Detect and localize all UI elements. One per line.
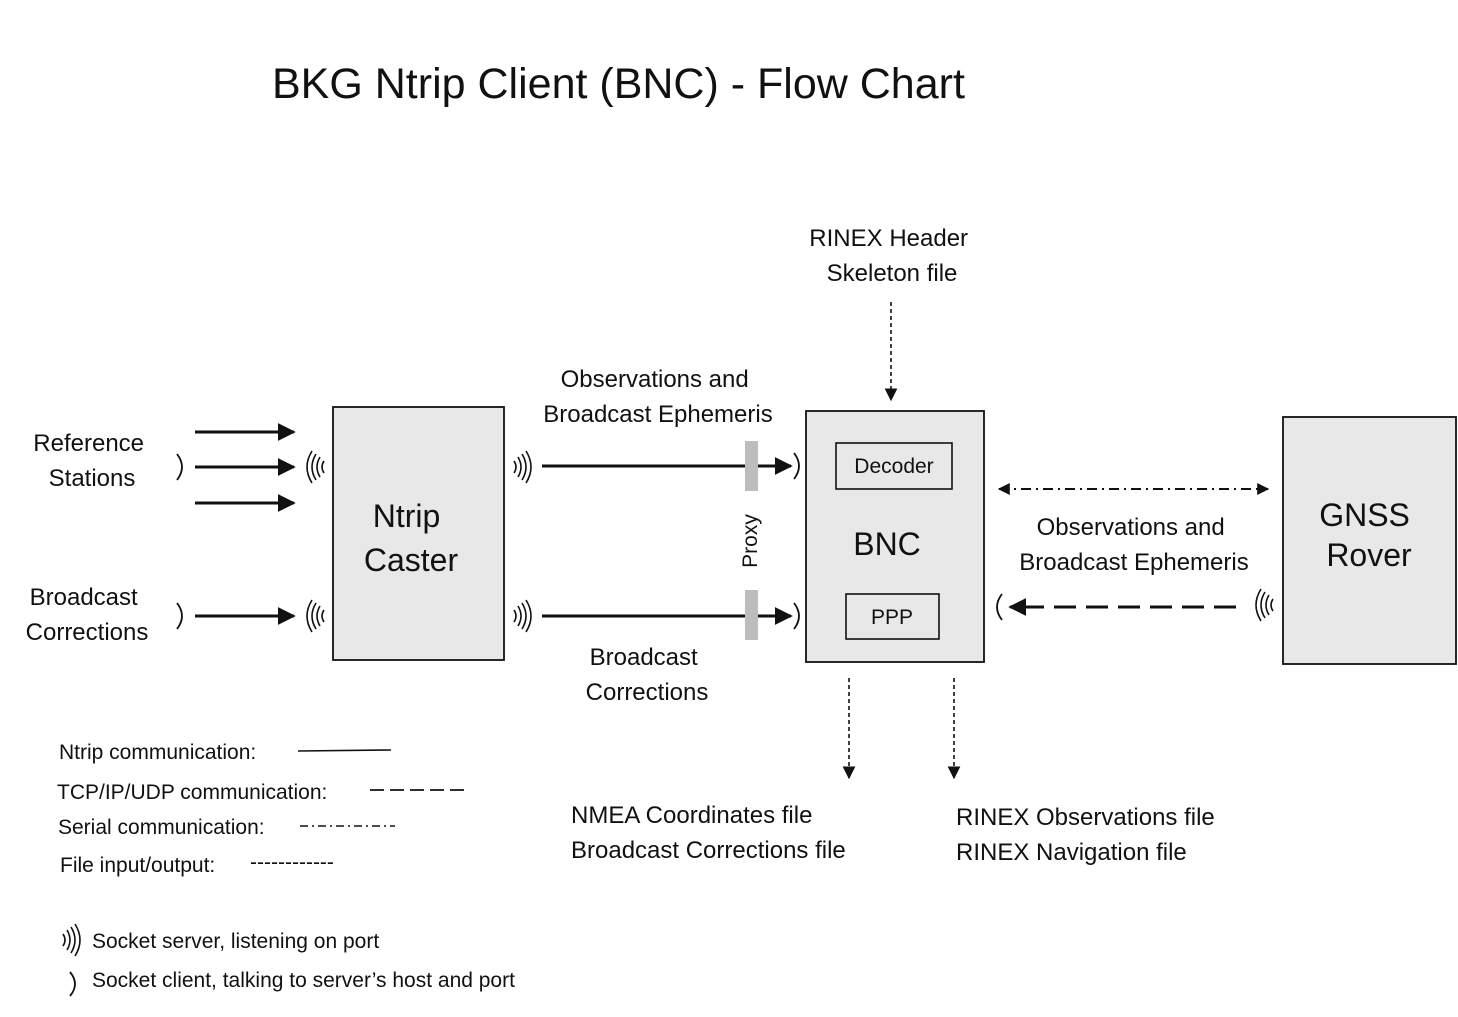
socket-client-icon xyxy=(176,602,183,630)
legend-file-dashes: ------------ xyxy=(250,851,334,874)
legend-file-label: File input/output: xyxy=(60,854,215,877)
decoder-box xyxy=(835,442,953,490)
rinex-header-line2: Skeleton file xyxy=(827,260,958,287)
bc-bottom-line1: Broadcast xyxy=(590,644,698,671)
gnss-rover-label: GNSS Rover xyxy=(1319,497,1419,573)
ppp-box xyxy=(845,593,940,640)
legend-serial-label: Serial communication: xyxy=(58,816,265,839)
caster-label-line1: Ntrip xyxy=(373,498,441,534)
socket-server-icon xyxy=(1255,588,1274,622)
page-title: BKG Ntrip Client (BNC) - Flow Chart xyxy=(272,60,965,108)
label-obs-ephemeris-caster-bnc: Observations and Broadcast Ephemeris xyxy=(543,366,772,428)
socket-server-icon xyxy=(513,450,532,484)
label-reference-stations: Reference Stations xyxy=(33,430,150,492)
obs-top-line2: Broadcast Ephemeris xyxy=(543,401,772,428)
legend-client-label: Socket client, talking to server’s host … xyxy=(92,969,515,992)
obs-right-line2: Broadcast Ephemeris xyxy=(1019,549,1248,576)
rinex-out-line1: RINEX Observations file xyxy=(956,804,1215,831)
proxy-bar-top xyxy=(745,441,758,491)
label-broadcast-corrections-caster-bnc: Broadcast Corrections xyxy=(586,644,709,706)
label-nmea-files: NMEA Coordinates file Broadcast Correcti… xyxy=(571,802,846,864)
legend-socket-client-icon xyxy=(69,971,76,997)
socket-server-icon xyxy=(513,599,532,633)
proxy-bar-bottom xyxy=(745,590,758,640)
proxy-label: Proxy xyxy=(739,514,762,568)
obs-right-line1: Observations and xyxy=(1037,514,1225,541)
gnss-rover-box xyxy=(1282,416,1457,665)
legend-tcp-label: TCP/IP/UDP communication: xyxy=(57,781,327,804)
ppp-label: PPP xyxy=(871,606,913,629)
socket-client-icon xyxy=(793,602,800,630)
label-rinex-output-files: RINEX Observations file RINEX Navigation… xyxy=(956,804,1221,866)
label-bc-source-line2: Corrections xyxy=(26,619,149,646)
obs-top-line1: Observations and xyxy=(561,366,749,393)
caster-label-line2: Caster xyxy=(364,542,459,578)
label-broadcast-corrections-source: Broadcast Corrections xyxy=(26,584,149,646)
label-reference-line1: Reference xyxy=(33,430,144,457)
rinex-out-line2: RINEX Navigation file xyxy=(956,839,1187,866)
label-obs-ephemeris-rover: Observations and Broadcast Ephemeris xyxy=(1019,514,1248,576)
socket-server-icon xyxy=(306,450,325,484)
ntrip-caster-box xyxy=(332,406,505,661)
nmea-line2: Broadcast Corrections file xyxy=(571,837,846,864)
label-bc-source-line1: Broadcast xyxy=(30,584,138,611)
bc-bottom-line2: Corrections xyxy=(586,679,709,706)
rover-label-line1: GNSS xyxy=(1319,497,1410,533)
legend-ntrip-line xyxy=(297,749,392,752)
legend-socket-server-icon xyxy=(62,923,81,957)
socket-client-icon xyxy=(996,593,1003,621)
bnc-label: BNC xyxy=(853,526,921,562)
rover-label-line2: Rover xyxy=(1326,537,1412,573)
socket-client-icon xyxy=(176,453,183,481)
decoder-label: Decoder xyxy=(854,455,933,478)
ntrip-caster-label: Ntrip Caster xyxy=(364,498,459,578)
socket-client-icon xyxy=(793,452,800,480)
legend-server-label: Socket server, listening on port xyxy=(92,930,379,953)
socket-server-icon xyxy=(306,599,325,633)
legend-ntrip-label: Ntrip communication: xyxy=(59,741,256,764)
rinex-header-line1: RINEX Header xyxy=(809,225,968,252)
label-rinex-header-skeleton: RINEX Header Skeleton file xyxy=(809,225,974,287)
nmea-line1: NMEA Coordinates file xyxy=(571,802,812,829)
label-reference-line2: Stations xyxy=(49,465,136,492)
